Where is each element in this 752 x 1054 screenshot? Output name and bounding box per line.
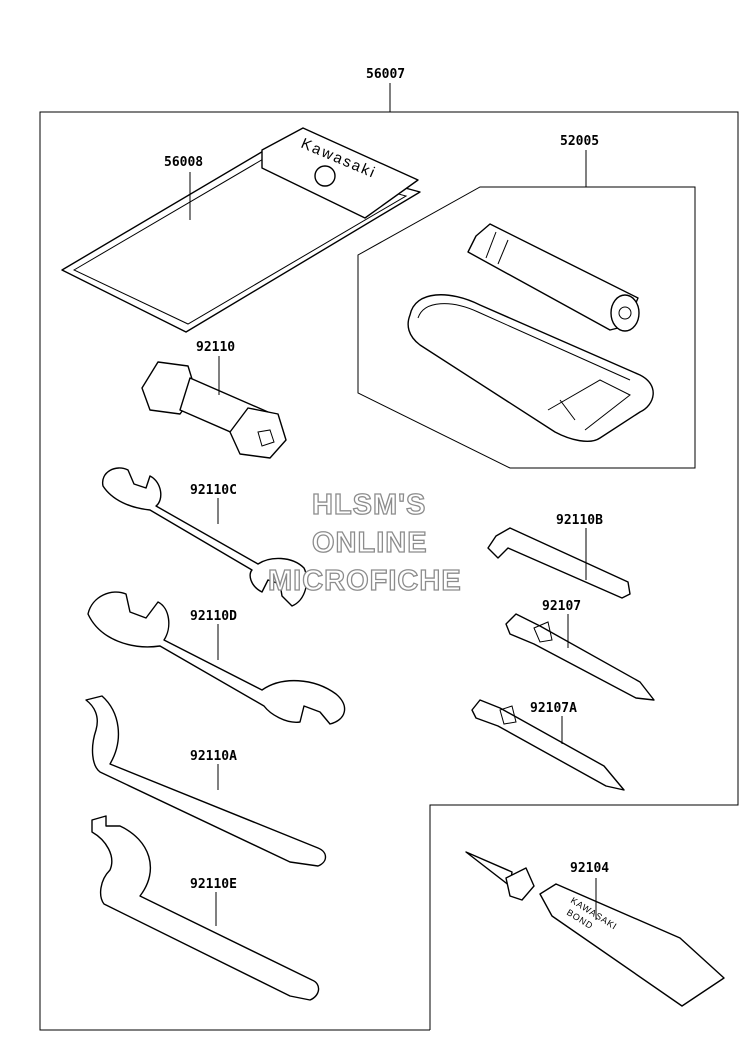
bond-tube[interactable]: KAWASAKI BOND 92104 xyxy=(465,851,725,1007)
watermark: HLSM'S ONLINE MICROFICHE xyxy=(267,488,462,597)
watermark-line-3: MICROFICHE xyxy=(268,565,462,597)
plug-wrench[interactable]: 92110 xyxy=(141,340,287,459)
screwdriver[interactable]: 92107 xyxy=(505,599,655,701)
label-92110C[interactable]: 92110C xyxy=(190,483,237,498)
label-56008[interactable]: 56008 xyxy=(164,155,203,170)
hook-wrench-a[interactable]: 92110A xyxy=(85,695,327,867)
label-92110D[interactable]: 92110D xyxy=(190,609,237,624)
tool-pouch[interactable]: Kawasaki 56008 xyxy=(61,127,421,333)
pump-kit-frame: 52005 xyxy=(357,134,696,469)
label-92110B[interactable]: 92110B xyxy=(556,513,603,528)
pump-bag[interactable] xyxy=(407,294,654,442)
label-52005[interactable]: 52005 xyxy=(560,134,599,149)
hex-key[interactable]: 92110B xyxy=(487,513,631,599)
label-92104[interactable]: 92104 xyxy=(570,861,609,876)
hook-wrench-e[interactable]: 92110E xyxy=(91,815,320,1001)
open-wrench-large[interactable]: 92110D xyxy=(87,591,346,725)
label-92110[interactable]: 92110 xyxy=(196,340,235,355)
pump-tube[interactable] xyxy=(467,223,640,332)
label-56007[interactable]: 56007 xyxy=(366,67,405,82)
open-wrench-small[interactable]: 92110C xyxy=(102,467,308,607)
watermark-line-2: ONLINE xyxy=(312,527,428,559)
label-92110E[interactable]: 92110E xyxy=(190,877,237,892)
label-92107A[interactable]: 92107A xyxy=(530,701,577,716)
screwdriver-a[interactable]: 92107A xyxy=(471,699,625,791)
watermark-line-1: HLSM'S xyxy=(312,489,426,521)
label-92110A[interactable]: 92110A xyxy=(190,749,237,764)
assembly-frame: 56007 xyxy=(39,67,739,1031)
label-92107[interactable]: 92107 xyxy=(542,599,581,614)
